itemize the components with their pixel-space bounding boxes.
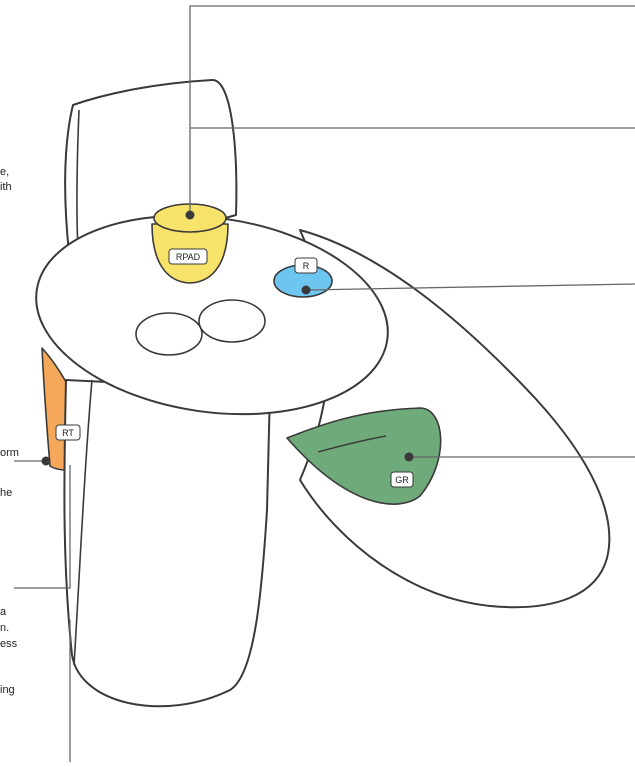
annotation-fragment: orm	[0, 447, 19, 459]
leader-dots	[41, 210, 414, 466]
annotation-fragment: ing	[0, 684, 15, 696]
handle-inner-edge	[73, 379, 93, 666]
r-badge-label: R	[303, 261, 310, 271]
annotation-fragment: e,	[0, 166, 10, 178]
rpad-badge-label: RPAD	[176, 252, 201, 262]
leader-line-handle	[14, 465, 71, 589]
annotation-fragment: he	[0, 487, 13, 499]
face-button-right[interactable]	[198, 299, 266, 343]
handle	[63, 379, 271, 708]
rt-badge: RT	[55, 424, 81, 441]
grip-ridge	[317, 435, 387, 453]
leader-line-rpad	[189, 5, 635, 215]
rpad-dot	[185, 210, 195, 220]
rt-badge-label: RT	[62, 428, 74, 438]
face-button-left[interactable]	[135, 312, 203, 356]
grip-dot	[404, 452, 414, 462]
gr-badge-label: GR	[395, 475, 409, 485]
annotation-fragment: ess	[0, 638, 18, 650]
top-panel-inner-edge	[76, 109, 80, 251]
leader-lines	[14, 5, 635, 762]
annotation-fragment: ith	[0, 181, 12, 193]
r-dot	[301, 285, 311, 295]
rpad-badge: RPAD	[168, 248, 208, 265]
annotation-fragment: a	[0, 606, 7, 618]
leader-line-r-button	[305, 283, 635, 291]
rt-dot	[41, 456, 51, 466]
annotation-fragment: n.	[0, 622, 10, 634]
gr-badge: GR	[390, 471, 414, 488]
r-badge: R	[294, 257, 318, 274]
